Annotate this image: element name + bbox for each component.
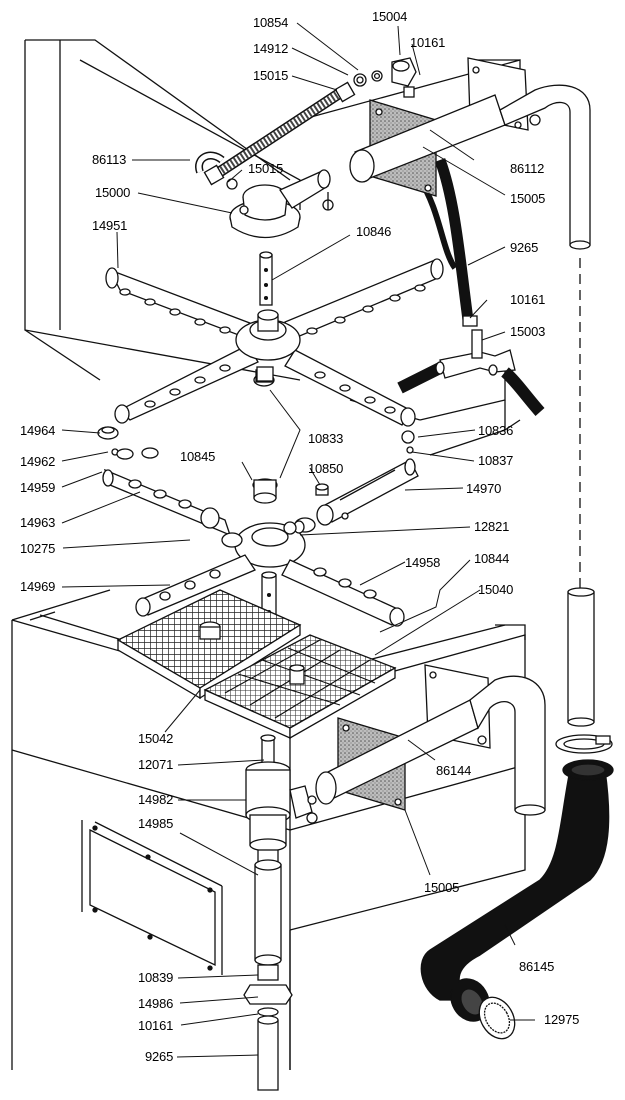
rinse-hose-assembly: [397, 158, 545, 416]
drain-hose: [420, 587, 614, 1040]
label-10844: 10844: [474, 551, 510, 566]
label-10161-mid: 10161: [510, 292, 546, 307]
label-14985: 14985: [138, 816, 174, 831]
label-10833: 10833: [308, 431, 344, 446]
label-9265-top: 9265: [510, 240, 539, 255]
label-15042: 15042: [138, 731, 174, 746]
label-14986: 14986: [138, 996, 174, 1011]
label-86113: 86113: [92, 152, 127, 167]
label-12975: 12975: [544, 1012, 580, 1027]
strainer-baskets: [116, 589, 397, 740]
label-10161-top: 10161: [410, 35, 446, 50]
label-10275: 10275: [20, 541, 56, 556]
label-14962: 14962: [20, 454, 56, 469]
label-14951: 14951: [92, 218, 128, 233]
drain-assembly: [243, 734, 318, 1091]
lower-wash-arm: [97, 366, 419, 638]
upper-rinse-tube: [349, 57, 591, 590]
label-14964: 14964: [20, 423, 56, 438]
label-15040: 15040: [478, 582, 514, 597]
label-14963: 14963: [20, 515, 56, 530]
label-15004: 15004: [372, 9, 408, 24]
label-12821: 12821: [474, 519, 510, 534]
label-10836: 10836: [478, 423, 514, 438]
label-15005-top: 15005: [510, 191, 546, 206]
label-10845: 10845: [180, 449, 216, 464]
label-10161-bottom: 10161: [138, 1018, 174, 1033]
label-15005-bottom: 15005: [424, 880, 460, 895]
label-12071: 12071: [138, 757, 174, 772]
lower-rinse-tube: [315, 664, 546, 816]
label-14912: 14912: [253, 41, 289, 56]
label-14969: 14969: [20, 579, 56, 594]
label-15015-mid: 15015: [248, 161, 284, 176]
label-14970: 14970: [466, 481, 502, 496]
label-14982: 14982: [138, 792, 174, 807]
label-10837: 10837: [478, 453, 514, 468]
label-10839: 10839: [138, 970, 174, 985]
label-86112: 86112: [510, 161, 545, 176]
label-15003: 15003: [510, 324, 546, 339]
label-15000: 15000: [95, 185, 131, 200]
leader-lines: [61, 22, 535, 1058]
label-10854: 10854: [253, 15, 289, 30]
upper-inlet-assembly: [195, 57, 417, 306]
label-9265-bottom: 9265: [145, 1049, 174, 1064]
label-86144: 86144: [436, 763, 472, 778]
label-86145: 86145: [519, 959, 555, 974]
label-14959: 14959: [20, 480, 56, 495]
label-10846: 10846: [356, 224, 392, 239]
label-10850: 10850: [308, 461, 344, 476]
upper-wash-arm: [105, 258, 444, 427]
label-15015-top: 15015: [253, 68, 289, 83]
arm-nozzles: [119, 284, 426, 414]
label-14958: 14958: [405, 555, 441, 570]
